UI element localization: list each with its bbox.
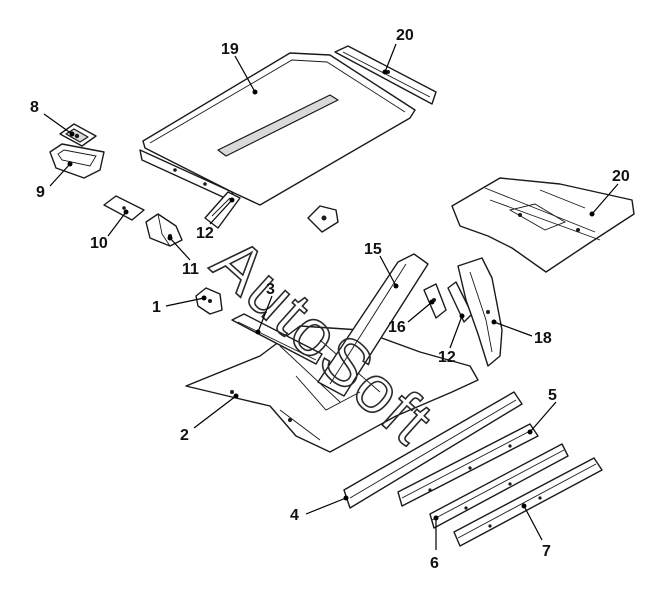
- callout-7: 7: [521, 503, 551, 560]
- cross-member: [231, 313, 323, 365]
- quarter-inner-panel: [457, 257, 503, 367]
- callout-12-lower: 12: [438, 313, 465, 366]
- callout-12-upper: 12: [196, 197, 235, 242]
- callout-9: 9: [36, 161, 73, 201]
- callout-5: 5: [527, 387, 557, 435]
- callout-number: 10: [90, 235, 108, 252]
- callout-number: 3: [266, 281, 275, 298]
- callout-number: 16: [388, 319, 406, 336]
- tray-bracket: [49, 143, 105, 179]
- callout-number: 5: [548, 387, 557, 404]
- mount-bracket: [195, 287, 223, 315]
- callout-number: 19: [221, 41, 239, 58]
- callout-16: 16: [388, 299, 435, 336]
- small-bracket: [59, 123, 97, 147]
- callout-4: 4: [290, 495, 349, 524]
- callout-number: 12: [438, 349, 456, 366]
- sill-reinforcement: [397, 423, 539, 507]
- callout-number: 20: [612, 168, 630, 185]
- rear-floor-panel: [451, 177, 635, 273]
- sill-inner: [429, 443, 569, 529]
- callout-8: 8: [30, 99, 75, 137]
- callout-3: 3: [255, 281, 275, 335]
- callout-number: 6: [430, 555, 439, 572]
- callout-15: 15: [364, 241, 399, 289]
- callout-6: 6: [430, 515, 439, 572]
- callout-18: 18: [491, 319, 552, 347]
- center-clip: [307, 205, 339, 233]
- block-bracket: [145, 213, 183, 247]
- callout-1: 1: [152, 295, 207, 316]
- callout-number: 20: [396, 27, 414, 44]
- callout-19: 20: [382, 27, 414, 75]
- callout-number: 1: [152, 299, 161, 316]
- callout-2: 2: [180, 393, 239, 444]
- callout-number: 2: [180, 427, 189, 444]
- roof-panel: [139, 52, 416, 206]
- callout-number: 11: [182, 261, 199, 278]
- rear-roof-rail: [334, 45, 437, 105]
- callout-13: 19: [221, 41, 258, 95]
- callout-number: 4: [290, 507, 299, 524]
- side-sill-outer: [343, 391, 523, 509]
- callout-20: 20: [589, 168, 630, 217]
- callout-number: 18: [534, 330, 552, 347]
- callout-11: 11: [167, 235, 199, 278]
- callout-number: 8: [30, 99, 39, 116]
- small-reinforcement: [423, 283, 447, 319]
- small-plate: [103, 195, 145, 221]
- sill-lower: [453, 457, 603, 547]
- callout-number: 9: [36, 184, 45, 201]
- callout-10: 10: [90, 209, 129, 252]
- callout-number: 12: [196, 225, 214, 242]
- callout-number: 7: [542, 543, 551, 560]
- callout-number: 15: [364, 241, 382, 258]
- pillar: [317, 253, 429, 397]
